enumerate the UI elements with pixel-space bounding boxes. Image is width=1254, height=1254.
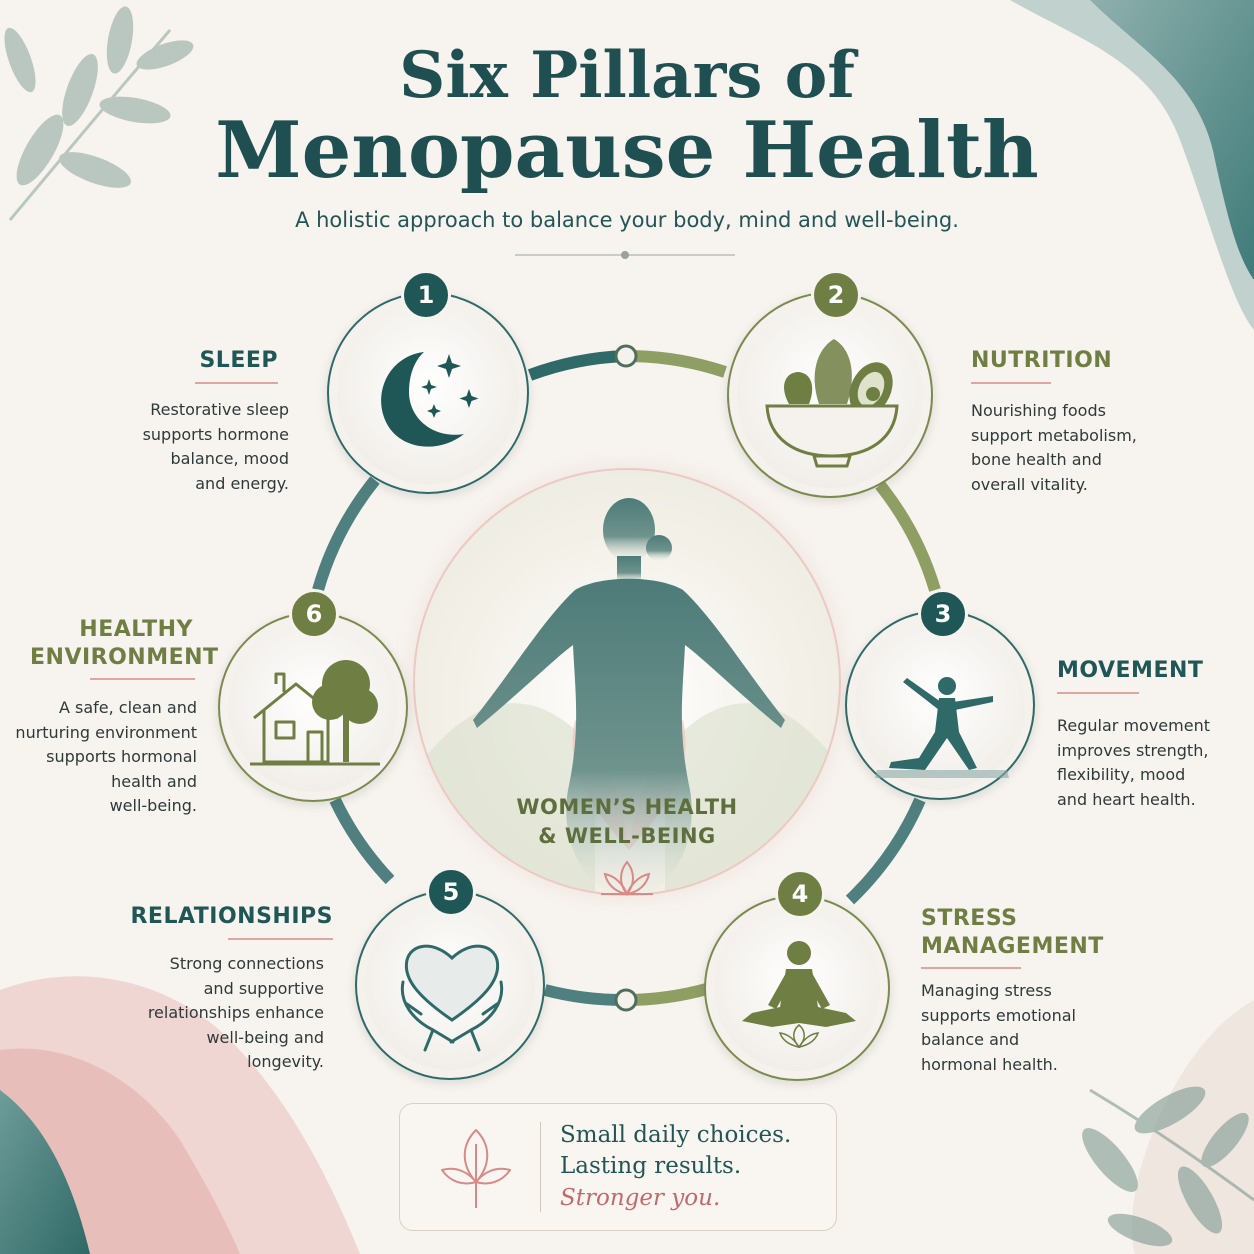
pillar-badge-4: 4: [775, 869, 825, 919]
moon-stars-icon: [381, 352, 479, 447]
pillar-title-stress-line1: STRESS: [921, 906, 1018, 931]
pillar-desc-stress-management: Managing stress supports emotional balan…: [921, 981, 1076, 1074]
underline: [195, 382, 278, 384]
pillar-desc-relationships: Strong connections and supportive relati…: [147, 954, 324, 1071]
pillar-title-environment-line1: HEALTHY: [79, 617, 193, 642]
pillar-title-environment-line2: ENVIRONMENT: [30, 645, 219, 670]
underline: [1057, 692, 1139, 694]
pillar-desc-nutrition: Nourishing foods support metabolism, bon…: [971, 401, 1137, 494]
pillar-desc-healthy-environment: A safe, clean and nurturing environment …: [15, 698, 197, 815]
quote-line-3: Stronger you.: [560, 1185, 721, 1211]
center-label-line1: WOMEN’S HEALTH: [516, 795, 738, 819]
pillar-desc-sleep: Restorative sleep supports hormone balan…: [142, 400, 289, 493]
page-subtitle: A holistic approach to balance your body…: [295, 208, 959, 232]
lotus-icon: [601, 860, 653, 896]
center-label-line2: & WELL-BEING: [538, 824, 716, 848]
page-title-line1: Six Pillars of: [399, 38, 855, 113]
underline: [90, 678, 195, 680]
house-tree-icon: [250, 660, 380, 766]
center-circle: [413, 468, 841, 896]
page-title-line2: Menopause Health: [215, 105, 1039, 196]
pillar-node-nutrition: [727, 292, 933, 498]
underline: [921, 967, 1021, 969]
pillar-title-relationships: RELATIONSHIPS: [130, 904, 333, 929]
quote-divider: [540, 1122, 541, 1212]
heart-hands-icon: [400, 944, 504, 1052]
salad-bowl-icon: [765, 339, 899, 468]
pillar-title-movement: MOVEMENT: [1057, 658, 1204, 683]
yoga-pose-icon: [875, 677, 1009, 778]
pillar-title-stress-line2: MANAGEMENT: [921, 934, 1104, 959]
quote-line-1: Small daily choices.: [560, 1122, 792, 1148]
underline: [971, 382, 1051, 384]
pillar-badge-2: 2: [811, 270, 861, 320]
meditation-icon: [742, 941, 856, 1049]
pillar-node-sleep: [327, 292, 529, 494]
underline: [228, 938, 333, 940]
pillar-badge-1: 1: [401, 270, 451, 320]
pillar-title-sleep: SLEEP: [199, 348, 278, 373]
leaf-icon: [441, 1129, 511, 1208]
quote-box: [399, 1103, 837, 1231]
pillar-desc-movement: Regular movement improves strength, flex…: [1057, 716, 1210, 809]
pillar-node-relationships: [355, 890, 545, 1080]
pillar-node-stress-management: [704, 895, 890, 1081]
pillar-node-movement: [845, 610, 1035, 800]
pillar-badge-3: 3: [918, 589, 968, 639]
pillar-node-healthy-environment: [218, 612, 408, 802]
pillar-badge-6: 6: [289, 589, 339, 639]
pillar-title-nutrition: NUTRITION: [971, 348, 1113, 373]
pillar-badge-5: 5: [426, 867, 476, 917]
quote-line-2: Lasting results.: [560, 1153, 742, 1179]
